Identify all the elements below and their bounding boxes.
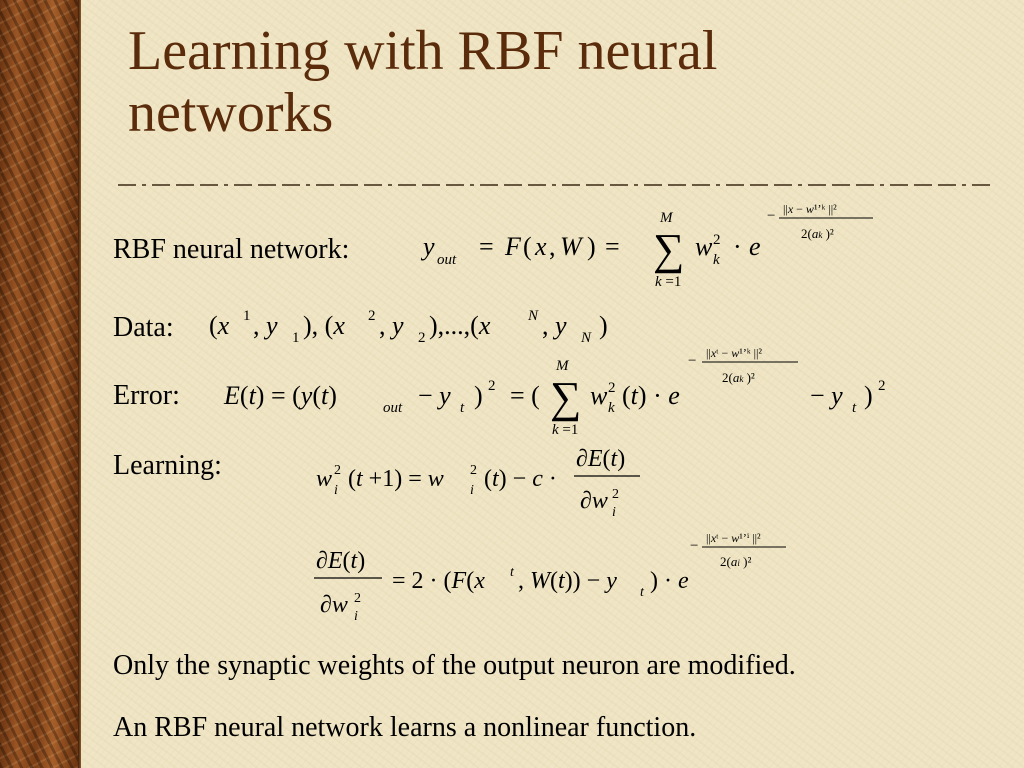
svg-text:e: e: [749, 232, 761, 261]
svg-text:2: 2: [470, 463, 477, 478]
svg-text:− y: − y: [418, 381, 451, 410]
svg-text:E(t) = (y(t): E(t) = (y(t): [223, 381, 337, 410]
svg-text:2(ak )²: 2(ak )²: [722, 370, 755, 385]
svg-text:2: 2: [354, 591, 361, 606]
svg-text:, W(t)) − y: , W(t)) − y: [518, 568, 617, 594]
svg-text:−: −: [688, 353, 696, 369]
svg-text:out: out: [437, 252, 457, 268]
dashed-separator: [118, 184, 990, 186]
svg-text:k =1: k =1: [552, 422, 578, 438]
svg-text:2: 2: [368, 308, 376, 324]
svg-text:k: k: [713, 252, 720, 268]
svg-text:M: M: [555, 358, 570, 374]
svg-text:∑: ∑: [653, 225, 684, 274]
formula-weight-update: w 2 i (t +1) = w 2 i (t) − c · ∂E(t) ∂w …: [316, 446, 640, 520]
svg-text:t: t: [460, 400, 465, 416]
statement-nonlinear-function: An RBF neural network learns a nonlinear…: [113, 712, 697, 743]
svg-text:·: ·: [733, 232, 742, 261]
svg-text:=: =: [479, 232, 494, 261]
svg-text:(: (: [523, 232, 532, 261]
svg-text:= 2 · (F(x: = 2 · (F(x: [392, 568, 485, 594]
svg-text:, y: , y: [379, 311, 404, 340]
svg-text:), (x: ), (x: [303, 311, 345, 340]
svg-text:y: y: [420, 232, 435, 261]
svg-text:t: t: [852, 400, 857, 416]
formula-error: E(t) = (y(t) out − y t ) 2 = ( M ∑ k =1 …: [223, 346, 886, 438]
svg-text:out: out: [383, 400, 403, 416]
svg-text:(t) · e: (t) · e: [622, 381, 680, 410]
svg-text:∂w: ∂w: [580, 488, 608, 514]
svg-text:1: 1: [292, 330, 300, 346]
svg-text:−: −: [767, 208, 775, 224]
svg-text:k =1: k =1: [655, 274, 681, 290]
svg-text:(t) − c ·: (t) − c ·: [484, 466, 557, 492]
svg-text:∂w: ∂w: [320, 592, 348, 618]
svg-text:t: t: [640, 585, 645, 600]
svg-text:∂E(t): ∂E(t): [576, 446, 625, 472]
svg-text:− y: − y: [810, 381, 843, 410]
svg-text:2: 2: [612, 487, 619, 502]
svg-text:2(ak )²: 2(ak )²: [801, 226, 834, 241]
svg-text:): ): [864, 381, 873, 410]
svg-text:2: 2: [608, 380, 616, 396]
svg-text:W: W: [560, 232, 584, 261]
svg-text:t: t: [510, 565, 515, 580]
svg-text:w: w: [316, 466, 332, 492]
svg-text:||xᵗ − w¹ʼⁱ ||²: ||xᵗ − w¹ʼⁱ ||²: [706, 531, 761, 545]
svg-text:): ): [599, 311, 608, 340]
svg-text:N: N: [527, 308, 539, 324]
formula-rbf-network: y out = F ( x , W ) = M ∑ k =1 w 2 k · e…: [420, 202, 873, 290]
svg-text:1: 1: [243, 308, 251, 324]
svg-text:, y: , y: [253, 311, 278, 340]
svg-text:∂E(t): ∂E(t): [316, 548, 365, 574]
svg-text:(t +1) = w: (t +1) = w: [348, 466, 444, 492]
svg-text:k: k: [608, 400, 615, 416]
svg-text:2: 2: [488, 378, 496, 394]
svg-text:2(ai )²: 2(ai )²: [720, 554, 751, 569]
svg-text:) · e: ) · e: [650, 568, 689, 594]
svg-text:i: i: [354, 609, 358, 624]
label-rbf-network: RBF neural network:: [113, 234, 350, 265]
label-error: Error:: [113, 380, 180, 411]
wood-texture-strip: [0, 0, 78, 768]
svg-text:),...,(x: ),...,(x: [429, 311, 491, 340]
formula-data-pairs: (x 1 , y 1 ), (x 2 , y 2 ),...,(x N , y …: [209, 308, 608, 346]
slide-title: Learning with RBF neural networks: [128, 20, 928, 144]
svg-text:F: F: [504, 232, 522, 261]
strip-edge: [78, 0, 81, 768]
svg-text:2: 2: [878, 378, 886, 394]
svg-text:∑: ∑: [550, 373, 581, 422]
title-line-2: networks: [128, 82, 334, 144]
svg-text:||x − w¹ʼᵏ ||²: ||x − w¹ʼᵏ ||²: [783, 202, 837, 216]
svg-text:i: i: [334, 483, 338, 498]
svg-text:i: i: [612, 505, 616, 520]
svg-text:, y: , y: [542, 311, 567, 340]
svg-text:w: w: [695, 232, 713, 261]
svg-text:M: M: [659, 210, 674, 226]
svg-text:−: −: [690, 538, 698, 554]
svg-text:N: N: [580, 330, 592, 346]
svg-text:= (: = (: [510, 381, 540, 410]
svg-text:i: i: [470, 483, 474, 498]
formula-gradient: ∂E(t) ∂w 2 i = 2 · (F(x t , W(t)) − y t …: [314, 531, 786, 624]
svg-text:2: 2: [713, 232, 721, 248]
title-line-1: Learning with RBF neural: [128, 20, 718, 82]
svg-text:): ): [474, 381, 483, 410]
svg-text:(x: (x: [209, 311, 230, 340]
statement-weights-modified: Only the synaptic weights of the output …: [113, 650, 796, 681]
svg-text:): ): [587, 232, 596, 261]
svg-text:w: w: [590, 381, 608, 410]
svg-text:=: =: [605, 232, 620, 261]
svg-text:2: 2: [334, 463, 341, 478]
svg-text:,: ,: [549, 232, 556, 261]
label-learning: Learning:: [113, 450, 222, 481]
svg-text:x: x: [534, 232, 547, 261]
label-data: Data:: [113, 312, 174, 343]
svg-text:2: 2: [418, 330, 426, 346]
svg-text:||xᵗ − w¹ʼᵏ ||²: ||xᵗ − w¹ʼᵏ ||²: [706, 346, 762, 360]
